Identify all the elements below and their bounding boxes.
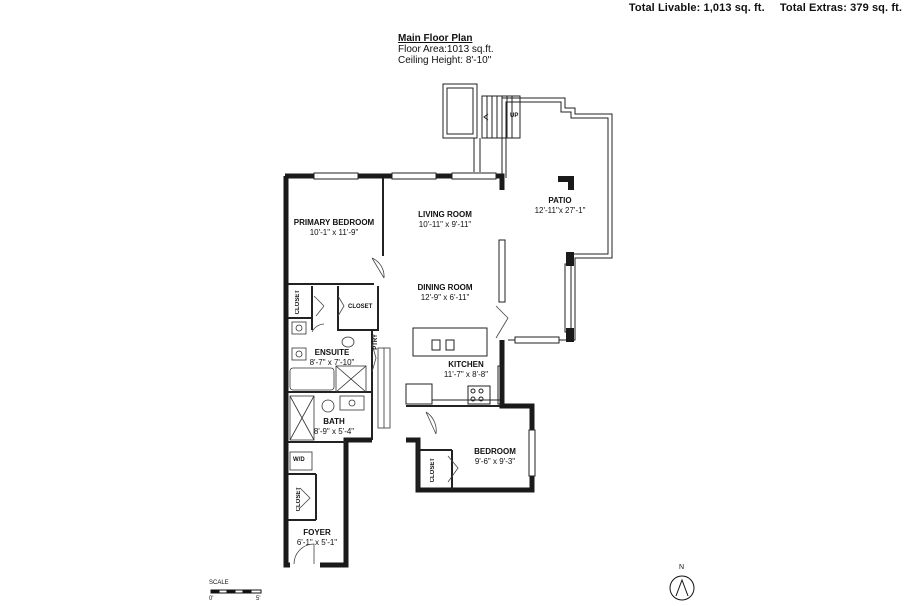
total-livable: Total Livable: 1,013 sq. ft. xyxy=(628,2,765,14)
closet-primary-walkin-label: CLOSET xyxy=(348,304,373,310)
room-name: PRIMARY BEDROOM xyxy=(293,218,375,227)
floor-title: Main Floor Plan xyxy=(398,33,473,44)
room-name: DINING ROOM xyxy=(417,283,473,292)
window xyxy=(313,172,359,180)
window xyxy=(498,239,506,303)
room-name: FOYER xyxy=(303,528,331,537)
room-living-room: LIVING ROOM 10'-11" x 9'-11" xyxy=(400,210,490,230)
closet-foyer-label: CLOSET xyxy=(296,487,302,512)
floor-area: Floor Area:1013 sq.ft. xyxy=(398,44,494,55)
room-dims: 9'-6" x 9'-3" xyxy=(474,457,516,466)
stair-landing xyxy=(442,83,478,139)
room-kitchen: KITCHEN 11'-7" x 8'-8" xyxy=(426,360,506,380)
floor-header: Main Floor Plan Floor Area:1013 sq.ft. C… xyxy=(398,33,494,66)
room-foyer: FOYER 6'-1" x 5'-1" xyxy=(290,528,344,548)
room-name: KITCHEN xyxy=(448,360,484,369)
washer-dryer-label: W/D xyxy=(293,457,305,463)
room-dims: 8'-7" x 7'-10" xyxy=(309,358,355,367)
scale-start: 0' xyxy=(209,596,214,602)
exterior-wall xyxy=(283,173,535,568)
room-dims: 8'-9" x 5'-4" xyxy=(313,427,355,436)
kitchen-island xyxy=(412,327,488,357)
stairs xyxy=(481,95,521,139)
room-dims: 10'-11" x 9'-11" xyxy=(418,220,472,229)
scale-title: SCALE xyxy=(209,580,229,586)
room-dims: 11'-7" x 8'-8" xyxy=(443,370,489,379)
north-arrow-icon xyxy=(669,575,695,601)
room-bath: BATH 8'-9" x 5'-4" xyxy=(306,417,362,437)
kitchen-counter xyxy=(405,383,433,405)
window xyxy=(528,429,536,477)
room-primary-bedroom: PRIMARY BEDROOM 10'-1" x 11'-9" xyxy=(288,218,380,238)
totals-line: Total Livable: 1,013 sq. ft. Total Extra… xyxy=(629,2,902,14)
room-name: PATIO xyxy=(548,196,572,205)
room-name: BATH xyxy=(323,417,345,426)
scale-end: 5' xyxy=(256,596,261,602)
room-dims: 6'-1" x 5'-1" xyxy=(296,538,338,547)
room-ensuite: ENSUITE 8'-7" x 7'-10" xyxy=(300,348,364,368)
window xyxy=(391,172,437,180)
window xyxy=(514,336,560,344)
room-dims: 12'-9" x 6'-11" xyxy=(420,293,470,302)
room-dims: 10'-1" x 11'-9" xyxy=(309,228,359,237)
ceiling-height: Ceiling Height: 8'-10" xyxy=(398,55,492,66)
scale-bar xyxy=(210,589,262,594)
patio-outline-inner xyxy=(505,101,609,336)
patio-outline xyxy=(501,97,613,341)
window xyxy=(564,263,572,333)
window xyxy=(451,172,497,180)
room-name: BEDROOM xyxy=(474,447,516,456)
room-dims: 12'-11"x 27'-1" xyxy=(534,206,586,215)
room-patio: PATIO 12'-11"x 27'-1" xyxy=(520,196,600,216)
closet-bedroom-label: CLOSET xyxy=(430,458,436,483)
room-name: LIVING ROOM xyxy=(418,210,472,219)
room-dining-room: DINING ROOM 12'-9" x 6'-11" xyxy=(400,283,490,303)
closet-primary-left-label: CLOSET xyxy=(295,290,301,315)
room-name: ENSUITE xyxy=(314,348,350,357)
room-bedroom: BEDROOM 9'-6" x 9'-3" xyxy=(460,447,530,467)
stairs-up-label: UP xyxy=(510,113,519,119)
compass-letter: N xyxy=(679,564,685,571)
total-extras: Total Extras: 379 sq. ft. xyxy=(779,2,902,14)
pantry-label: PTRY xyxy=(373,334,379,350)
